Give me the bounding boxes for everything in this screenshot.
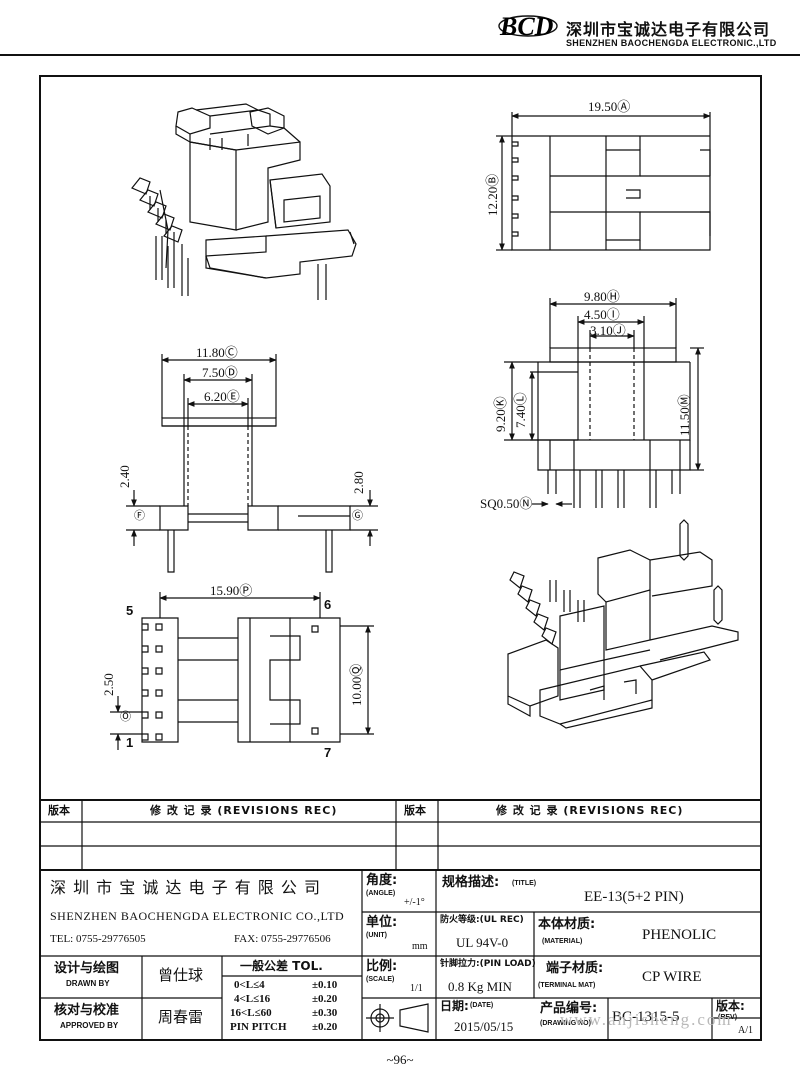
tb-approved-value: 周春雷	[158, 1008, 204, 1026]
company-name-cn: 深圳市宝诚达电子有限公司	[566, 20, 771, 39]
tb-tolerance-title: 一般公差 TOL.	[240, 959, 323, 973]
tb-drawn-cn: 设计与绘图	[54, 961, 120, 976]
tb-rev-cn: 版本:	[716, 999, 745, 1013]
tb-ul-label: 防火等级:(UL REC)	[440, 915, 524, 925]
tb-material-en: (MATERIAL)	[542, 938, 583, 945]
dim-i-label: 4.50Ⓘ	[584, 307, 620, 322]
pin-label-5: 5	[126, 603, 134, 618]
tb-pin-load-label: 针脚拉力:(PIN LOAD)	[440, 959, 536, 969]
tb-tol-value: ±0.20	[312, 993, 338, 1005]
dim-e-label: 6.20Ⓔ	[204, 389, 240, 404]
tb-scale-value: 1/1	[410, 983, 423, 994]
dim-o-label: 2.50	[101, 673, 116, 696]
dim-f-label: 2.40	[117, 465, 132, 488]
page-number: ~96~	[386, 1052, 414, 1067]
tb-rev-value: A/1	[738, 1025, 753, 1036]
tb-rev-en: (REV)	[718, 1014, 738, 1021]
dim-n-label: SQ0.50Ⓝ	[480, 496, 533, 511]
rev-col-records: 修 改 记 录 (REVISIONS REC)	[150, 804, 338, 817]
revision-table	[39, 799, 762, 871]
tb-angle-cn: 角度:	[366, 873, 398, 888]
logo-text: BCD	[499, 12, 554, 41]
bottom-view	[110, 592, 374, 750]
tb-drawing-no-cn: 产品编号:	[540, 1001, 598, 1016]
tb-approved-en: APPROVED BY	[60, 1021, 119, 1030]
tb-approved-cn: 核对与校准	[54, 1003, 120, 1018]
watermark: www.ahjisheng.com	[560, 1010, 733, 1029]
rev-col-version: 版本	[48, 804, 70, 817]
tb-drawn-en: DRAWN BY	[66, 979, 110, 988]
pin-label-6: 6	[324, 597, 332, 612]
tb-title-cn: 规格描述:	[442, 875, 500, 890]
isometric-view-bottom	[507, 519, 739, 729]
company-name-en: SHENZHEN BAOCHENGDA ELECTRONIC.,LTD	[566, 38, 777, 48]
tb-unit-value: mm	[412, 941, 428, 952]
tb-tol-value: ±0.10	[312, 979, 338, 991]
header-rule	[0, 54, 800, 56]
front-view	[126, 354, 378, 573]
tb-tol-range: PIN PITCH	[230, 1021, 287, 1033]
tb-terminal-en: (TERMINAL MAT)	[538, 982, 596, 989]
dim-d-label: 7.50Ⓓ	[202, 365, 238, 380]
tb-company-cn: 深 圳 市 宝 诚 达 电 子 有 限 公 司	[50, 878, 321, 897]
dim-l-label: 7.40Ⓛ	[513, 392, 528, 428]
dim-h-label: 9.80Ⓗ	[584, 289, 620, 304]
tb-material-value: PHENOLIC	[642, 927, 717, 943]
bcd-logo: BCD	[498, 12, 558, 41]
drawing-frame	[39, 75, 762, 1041]
dim-b-label: 12.20Ⓑ	[485, 173, 500, 216]
dim-f-tag: Ⓕ	[134, 510, 145, 522]
tb-terminal-cn: 端子材质:	[546, 961, 604, 976]
tb-tol-range: 16<L≤60	[230, 1007, 272, 1019]
isometric-view-top	[131, 103, 357, 300]
tb-date-value: 2015/05/15	[454, 1019, 514, 1034]
side-view	[504, 298, 704, 508]
pin-label-7: 7	[324, 745, 332, 760]
dim-p-label: 15.90Ⓟ	[210, 583, 253, 598]
dim-o-tag: Ⓞ	[120, 711, 131, 723]
tb-scale-en: (SCALE)	[366, 976, 395, 983]
tb-unit-cn: 单位:	[366, 915, 398, 930]
tb-unit-en: (UNIT)	[366, 932, 387, 939]
tb-drawing-no-value: BC-1315-5	[612, 1009, 680, 1025]
tb-scale-cn: 比例:	[366, 959, 398, 974]
tb-tol-range: 0<L≤4	[234, 979, 265, 991]
dim-c-label: 11.80Ⓒ	[196, 345, 238, 360]
tb-drawing-no-en: (DRAWING NO)	[540, 1020, 591, 1027]
page-header: BCD 深圳市宝诚达电子有限公司 SHENZHEN BAOCHENGDA ELE…	[0, 0, 800, 62]
tb-company-en: SHENZHEN BAOCHENGDA ELECTRONIC CO.,LTD	[50, 909, 345, 923]
tb-angle-en: (ANGLE)	[366, 890, 396, 897]
dim-g-tag: Ⓖ	[352, 510, 363, 522]
projection-symbol-icon	[366, 1003, 429, 1033]
pins-iso-bottom	[509, 519, 723, 646]
rev-col-version-2: 版本	[404, 804, 426, 817]
tb-ul-value: UL 94V-0	[456, 935, 509, 950]
dim-q-label: 10.00Ⓠ	[349, 663, 364, 706]
dim-j-label: 3.10Ⓙ	[590, 323, 626, 338]
tb-tol-value: ±0.20	[312, 1021, 338, 1033]
tb-title-value: EE-13(5+2 PIN)	[584, 889, 684, 905]
dim-k-label: 9.20Ⓚ	[493, 396, 508, 432]
tb-tol-range: 4<L≤16	[234, 993, 271, 1005]
dim-g-label: 2.80	[351, 471, 366, 494]
tb-date-cn: 日期:	[440, 999, 469, 1013]
tb-title-en: (TITLE)	[512, 880, 537, 887]
top-view	[496, 112, 711, 251]
tb-tol-value: ±0.30	[312, 1007, 338, 1019]
rev-col-records-2: 修 改 记 录 (REVISIONS REC)	[496, 804, 684, 817]
tb-date-en: (DATE)	[470, 1002, 494, 1009]
pin-label-1: 1	[126, 735, 134, 750]
pins-left-iso	[131, 177, 327, 300]
tb-drawn-value: 曾仕球	[158, 966, 204, 984]
dim-a-label: 19.50Ⓐ	[588, 99, 631, 114]
dim-m-label: 11.50Ⓜ	[677, 394, 692, 436]
tb-fax: FAX: 0755-29776506	[234, 933, 331, 945]
tb-pin-load-value: 0.8 Kg MIN	[448, 979, 512, 994]
tb-terminal-value: CP WIRE	[642, 969, 702, 985]
tb-material-cn: 本体材质:	[538, 917, 596, 932]
tb-tel: TEL: 0755-29776505	[50, 933, 146, 945]
title-block-grid	[39, 870, 762, 1041]
tb-angle-value: +/-1°	[404, 897, 425, 908]
